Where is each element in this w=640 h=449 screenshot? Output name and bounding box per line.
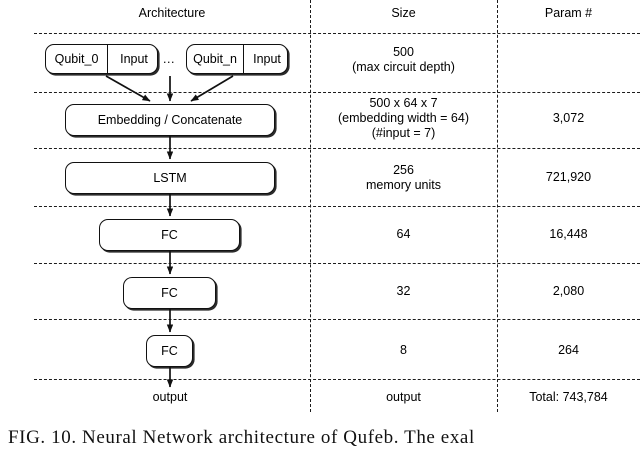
- cell-param-row-3: 721,920: [545, 170, 592, 184]
- cell-size-row-7: output: [386, 390, 421, 404]
- layer-lstm[interactable]: LSTM: [65, 162, 275, 194]
- cell-size-row-2: 500 x 64 x 7 (embedding width = 64) (#in…: [310, 96, 497, 141]
- architecture-table: Architecture Size Param # 500 (max circu…: [34, 0, 640, 412]
- cell-size-row-4: 64: [396, 227, 411, 241]
- cell-param-row-6: 264: [558, 343, 579, 357]
- table-rule-header: [34, 33, 640, 34]
- table-rule-1: [34, 92, 640, 93]
- table-rule-4: [34, 263, 640, 264]
- table-rule-3: [34, 206, 640, 207]
- qubit-last-input: Input: [253, 52, 281, 66]
- cell-size-row-5: 32: [396, 284, 411, 298]
- cell-size-row-3-value: 256: [393, 163, 414, 177]
- table-divider-param: [497, 0, 498, 412]
- cell-size-row-6: 8: [400, 343, 407, 357]
- layer-embedding-concatenate[interactable]: Embedding / Concatenate: [65, 104, 275, 136]
- cell-param-row-5: 2,080: [552, 284, 585, 298]
- cell-size-row-2-value: 500 x 64 x 7: [369, 96, 438, 110]
- cell-param-row-7: Total: 743,784: [529, 390, 608, 404]
- qubit-ellipsis: ...: [163, 52, 175, 66]
- layer-fc-2[interactable]: FC: [123, 277, 216, 309]
- qubit-last-name: Qubit_n: [187, 45, 244, 73]
- table-rule-6: [34, 379, 640, 380]
- table-rule-2: [34, 148, 640, 149]
- qubit-first-name: Qubit_0: [46, 45, 108, 73]
- diagram-output-label: output: [152, 390, 188, 404]
- table-rule-5: [34, 319, 640, 320]
- cell-size-row-3: 256 memory units: [310, 163, 497, 193]
- cell-size-row-1-note: (max circuit depth): [352, 60, 455, 74]
- cell-size-row-1: 500 (max circuit depth): [310, 45, 497, 75]
- cell-size-row-2-note2: (#input = 7): [371, 126, 436, 140]
- qubit-first-input: Input: [120, 52, 148, 66]
- figure-caption: FIG. 10. Neural Network architecture of …: [8, 427, 475, 448]
- cell-size-row-2-note: (embedding width = 64): [338, 111, 469, 125]
- qubit-first-block[interactable]: Qubit_0 Input: [45, 44, 158, 74]
- qubit-last-block[interactable]: Qubit_n Input: [186, 44, 288, 74]
- table-divider-size: [310, 0, 311, 412]
- cell-size-row-1-value: 500: [393, 45, 414, 59]
- column-header-param: Param #: [544, 6, 593, 20]
- layer-fc-3[interactable]: FC: [146, 335, 193, 367]
- column-header-architecture: Architecture: [138, 6, 206, 20]
- column-header-size: Size: [391, 6, 416, 20]
- cell-param-row-2: 3,072: [552, 111, 585, 125]
- cell-size-row-3-note: memory units: [365, 178, 442, 192]
- layer-fc-1[interactable]: FC: [99, 219, 240, 251]
- cell-param-row-4: 16,448: [549, 227, 588, 241]
